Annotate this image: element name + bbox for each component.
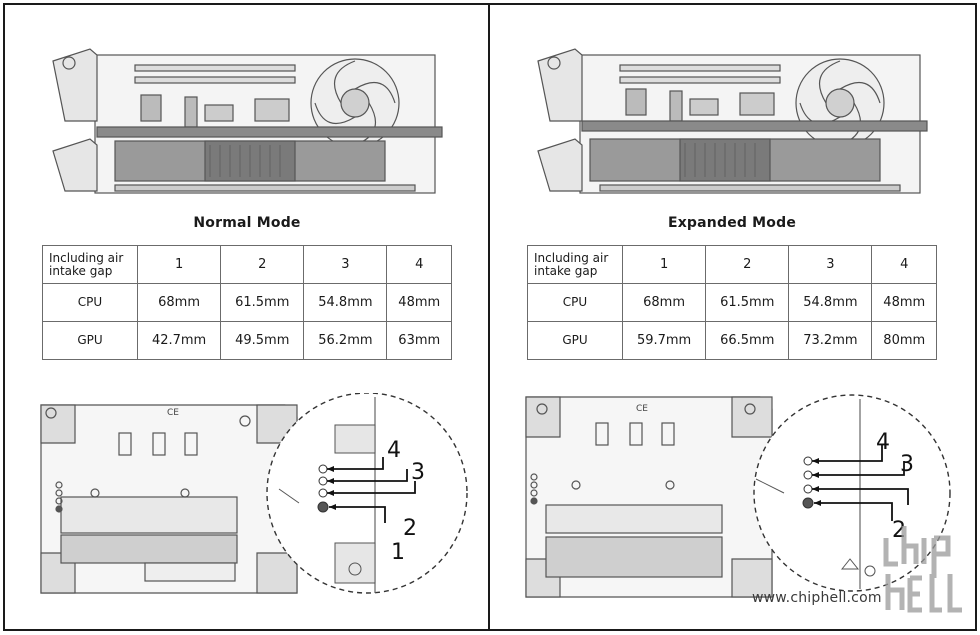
table-header-cell: 2 — [705, 245, 790, 284]
table-cell: 66.5mm — [705, 321, 790, 360]
table-row: GPU 42.7mm 49.5mm 56.2mm 63mm — [42, 321, 452, 360]
callout-number: 4 — [387, 438, 401, 463]
callout-number: 2 — [403, 516, 417, 541]
chiphell-logo — [883, 526, 962, 613]
ce-mark: CE — [636, 404, 648, 414]
table-cell: 63mm — [386, 321, 452, 360]
outer-frame — [3, 3, 977, 631]
table-cell: 68mm — [621, 283, 707, 322]
callout-number: 3 — [411, 460, 425, 485]
normal-mode-panel: Normal Mode Including air intake gap 1 2… — [5, 3, 489, 629]
table-cell: 54.8mm — [303, 283, 388, 322]
table-header-cell: Including air intake gap — [527, 245, 623, 284]
table-header-cell: Including air intake gap — [42, 245, 138, 284]
mount-position-illustration: 4 3 2 CE — [525, 394, 951, 598]
row-label: GPU — [527, 321, 623, 360]
table-cell: 54.8mm — [788, 283, 873, 322]
table-cell: 73.2mm — [788, 321, 873, 360]
table-header-row: Including air intake gap 1 2 3 4 — [527, 245, 937, 284]
case-side-illustration — [52, 48, 443, 194]
table-cell: 56.2mm — [303, 321, 388, 360]
table-header-cell: 1 — [621, 245, 707, 284]
row-label: GPU — [42, 321, 138, 360]
table-cell: 48mm — [386, 283, 452, 322]
table-cell: 42.7mm — [136, 321, 222, 360]
case-side-illustration — [537, 48, 928, 194]
panel-divider — [488, 3, 490, 631]
table-cell: 48mm — [871, 283, 937, 322]
expanded-mode-panel: Expanded Mode Including air intake gap 1… — [490, 3, 974, 629]
table-cell: 61.5mm — [705, 283, 790, 322]
table-cell: 49.5mm — [220, 321, 305, 360]
zoom-detail — [753, 394, 951, 592]
callout-number: 4 — [876, 430, 890, 455]
table-header-cell: 1 — [136, 245, 222, 284]
table-row: CPU 68mm 61.5mm 54.8mm 48mm — [527, 283, 937, 322]
row-label: CPU — [527, 283, 623, 322]
mode-title: Normal Mode — [193, 215, 301, 231]
callout-number: 1 — [391, 540, 405, 565]
callout-number: 3 — [900, 452, 914, 477]
table-header-cell: 4 — [871, 245, 937, 284]
mount-position-illustration: 4 3 2 1 CE — [40, 393, 468, 594]
table-header-cell: 3 — [788, 245, 873, 284]
table-cell: 61.5mm — [220, 283, 305, 322]
table-header-cell: 3 — [303, 245, 388, 284]
table-row: GPU 59.7mm 66.5mm 73.2mm 80mm — [527, 321, 937, 360]
ce-mark: CE — [167, 408, 179, 418]
row-label: CPU — [42, 283, 138, 322]
table-row: CPU 68mm 61.5mm 54.8mm 48mm — [42, 283, 452, 322]
table-cell: 80mm — [871, 321, 937, 360]
clearance-table: Including air intake gap 1 2 3 4 CPU 68m… — [42, 245, 452, 360]
table-cell: 59.7mm — [621, 321, 707, 360]
zoom-detail — [266, 393, 468, 594]
watermark-text: www.chiphell.com — [752, 590, 882, 606]
table-cell: 68mm — [136, 283, 222, 322]
table-header-row: Including air intake gap 1 2 3 4 — [42, 245, 452, 284]
clearance-table: Including air intake gap 1 2 3 4 CPU 68m… — [527, 245, 937, 360]
mode-title: Expanded Mode — [667, 215, 797, 231]
table-header-cell: 4 — [386, 245, 452, 284]
table-header-cell: 2 — [220, 245, 305, 284]
